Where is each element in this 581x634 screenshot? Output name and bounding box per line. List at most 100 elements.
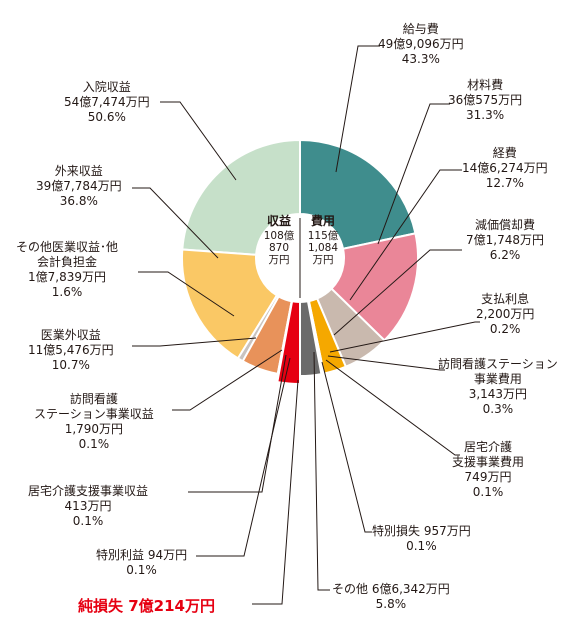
label-shiharai-amount: 2,200万円 [476,307,535,321]
label-nyuin-name: 入院収益 [82,80,131,94]
leader-keihi [349,169,462,301]
label-gairai: 外来収益 39億7,784万円 36.8% [36,164,122,209]
leader-igaigai [132,337,257,347]
label-kyotaku-hi-percent: 0.1% [472,485,504,499]
label-sonota: その他 6億6,342万円 5.8% [332,582,450,612]
label-sonota-iryo: その他医業収益･他 会計負担金 1億7,839万円 1.6% [16,240,118,300]
leader-nyuin [160,101,237,181]
label-nyuin-amount: 54億7,474万円 [64,95,150,109]
leader-kyotaku-shu [188,354,287,493]
leader-sonota-iryo [138,271,235,317]
label-sonota-percent: 5.8% [375,597,407,611]
center-revenue-l2: 870 [268,242,290,254]
leader-tokubetsu-son [321,361,372,533]
center-revenue-l1: 108億 [263,230,295,242]
label-houmon-hi-name1: 訪問看護ステーション [438,357,558,371]
center-revenue-l3: 万円 [268,254,290,266]
label-tokubetsu-son-percent: 0.1% [406,539,437,553]
label-genka-amount: 7億1,748万円 [466,233,544,247]
label-igaigai-name: 医業外収益 [40,328,101,342]
label-kyotaku-shu-amount: 413万円 [64,499,112,513]
label-houmon-hi-amount: 3,143万円 [468,387,528,401]
center-revenue-label: 収益 [266,214,291,228]
label-tokubetsu-son-name: 特別損失 957万円 [372,524,471,538]
label-gairai-percent: 36.8% [59,194,98,208]
label-kyuyo-amount: 49億9,096万円 [378,37,464,51]
label-junsonshitsu: 純損失 7億214万円 [78,597,215,615]
label-houmon-shu-percent: 0.1% [78,437,110,451]
leader-tokubetsu-ri [196,357,291,557]
label-tokubetsu-son: 特別損失 957万円 0.1% [372,524,471,554]
center-expense-l1: 115億 [307,230,339,242]
center-expense: 費用 115億 1,084 万円 [302,214,344,266]
leader-junsonshitsu [252,379,299,605]
slice-revenue-1 [181,248,279,360]
label-keihi-percent: 12.7% [485,176,524,190]
label-nyuin-percent: 50.6% [87,110,126,124]
label-tokubetsu-ri-name: 特別利益 94万円 [96,548,188,562]
label-sonota-iryo-percent: 1.6% [51,285,83,299]
label-shiharai-percent: 0.2% [489,322,521,336]
pie-center: 収益 108億 870 万円 費用 115億 1,084 万円 [256,208,344,288]
label-genka: 減価償却費 7億1,748万円 6.2% [466,218,544,263]
center-revenue: 収益 108億 870 万円 [258,214,300,266]
leader-gairai [132,187,219,259]
label-kyotaku-hi: 居宅介護 支援事業費用 749万円 0.1% [452,440,524,500]
label-houmon-hi-percent: 0.3% [482,402,514,416]
label-zairyo: 材料費 36億575万円 31.3% [448,78,522,123]
leader-sonota [313,351,330,591]
label-sonota-iryo-name1: その他医業収益･他 [16,240,119,254]
label-igaigai-percent: 10.7% [51,358,90,372]
slice-revenue-0 [181,138,301,256]
label-kyuyo: 給与費 49億9,096万円 43.3% [378,22,464,67]
label-kyotaku-shu-percent: 0.1% [72,514,104,528]
label-kyotaku-hi-amount: 749万円 [464,470,512,484]
label-sonota-iryo-name2: 会計負担金 [37,255,98,269]
leader-kyuyo [335,45,380,173]
center-expense-label: 費用 [310,214,335,228]
label-kyotaku-shu-name: 居宅介護支援事業収益 [28,484,149,498]
label-sonota-name: その他 6億6,342万円 [332,582,450,596]
label-shiharai: 支払利息 2,200万円 0.2% [476,292,534,337]
slice-revenue-3 [241,295,293,376]
label-kyotaku-hi-name1: 居宅介護 [464,440,513,454]
label-tokubetsu-ri-percent: 0.1% [126,563,157,577]
leader-lines [132,45,480,605]
label-kyuyo-name: 給与費 [402,22,439,36]
label-genka-name: 減価償却費 [474,218,535,232]
label-gairai-name: 外来収益 [54,164,103,178]
label-zairyo-amount: 36億575万円 [448,93,523,107]
slice-expense-1 [330,232,419,342]
leader-kyotaku-hi [325,359,460,456]
label-houmon-shu-name1: 訪問看護 [69,392,118,406]
label-sonota-iryo-amount: 1億7,839万円 [28,270,106,284]
label-igaigai-amount: 11億5,476万円 [28,343,114,357]
label-kyuyo-percent: 43.3% [401,52,440,66]
leader-houmon-shu [172,349,283,411]
label-houmon-shu: 訪問看護 ステーション事業収益 1,790万円 0.1% [34,392,154,452]
leader-genka [333,249,462,336]
label-keihi: 経費 14億6,274万円 12.7% [462,146,548,191]
label-gairai-amount: 39億7,784万円 [36,179,122,193]
label-nyuin: 入院収益 54億7,474万円 50.6% [64,80,150,125]
label-zairyo-percent: 31.3% [466,108,505,122]
leader-zairyo [377,103,450,245]
label-houmon-shu-amount: 1,790万円 [64,422,124,436]
label-shiharai-name: 支払利息 [481,292,530,306]
label-keihi-amount: 14億6,274万円 [462,161,548,175]
label-kyotaku-shu: 居宅介護支援事業収益 413万円 0.1% [28,484,148,529]
label-houmon-hi: 訪問看護ステーション 事業費用 3,143万円 0.3% [438,357,558,417]
center-expense-l2: 1,084 [307,242,339,254]
label-houmon-hi-name2: 事業費用 [473,372,522,386]
label-kyotaku-hi-name2: 支援事業費用 [452,455,525,469]
label-genka-percent: 6.2% [489,248,521,262]
label-igaigai: 医業外収益 11億5,476万円 10.7% [28,328,114,373]
leader-houmon-hi [327,355,445,371]
label-keihi-name: 経費 [492,146,517,160]
label-tokubetsu-ri: 特別利益 94万円 0.1% [96,548,187,578]
label-houmon-shu-name2: ステーション事業収益 [34,407,154,421]
leader-shiharai [329,321,480,353]
slice-net-loss [276,300,301,386]
center-expense-l3: 万円 [312,254,334,266]
